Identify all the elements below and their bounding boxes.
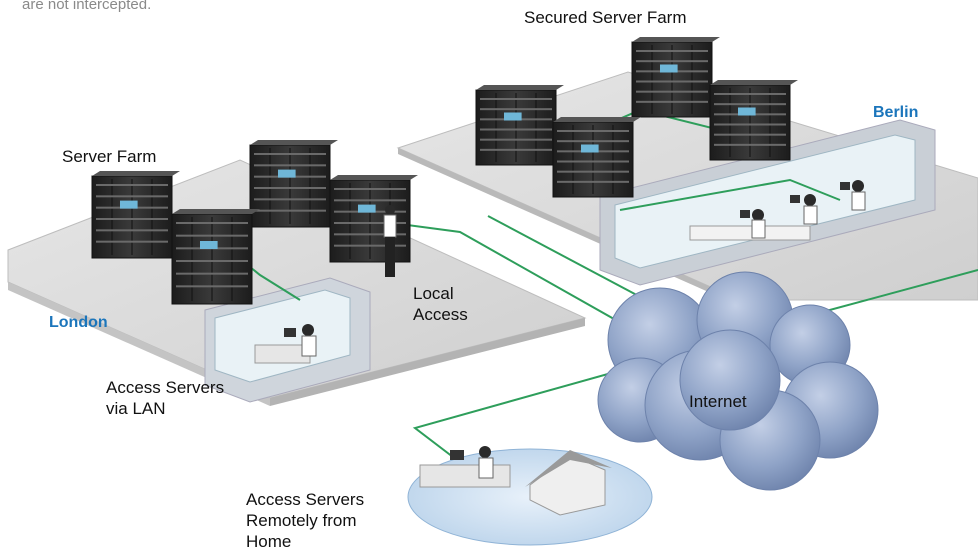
label-access-servers-lan: Access Servers via LAN xyxy=(106,378,225,418)
operators xyxy=(254,180,866,364)
internet-cloud xyxy=(597,271,879,491)
operator-local-access xyxy=(383,205,397,277)
server-rack-berlin-3 xyxy=(709,80,798,161)
label-secured-server-farm: Secured Server Farm xyxy=(524,8,687,27)
server-rack-london-2 xyxy=(249,140,338,228)
server-rack-berlin-1 xyxy=(475,85,564,166)
operator-london xyxy=(254,324,317,364)
server-rack-london-1 xyxy=(91,171,180,259)
label-internet: Internet xyxy=(689,392,747,411)
label-london: London xyxy=(49,314,108,331)
label-berlin: Berlin xyxy=(873,104,919,121)
server-rack-berlin-2 xyxy=(631,37,720,118)
label-local-access: Local Access xyxy=(413,284,468,324)
operator-berlin-2 xyxy=(790,194,818,225)
server-racks xyxy=(91,37,798,305)
server-rack-london-3 xyxy=(171,209,260,305)
label-server-farm: Server Farm xyxy=(62,147,157,166)
operator-berlin-3 xyxy=(840,180,866,211)
caption-fragment: are not intercepted. xyxy=(22,0,152,13)
label-access-servers-home: Access Servers Remotely from Home xyxy=(246,490,365,551)
home-site xyxy=(407,446,653,546)
operator-berlin-1 xyxy=(689,209,811,241)
server-rack-london-4 xyxy=(329,175,418,263)
server-rack-berlin-4 xyxy=(552,117,641,198)
